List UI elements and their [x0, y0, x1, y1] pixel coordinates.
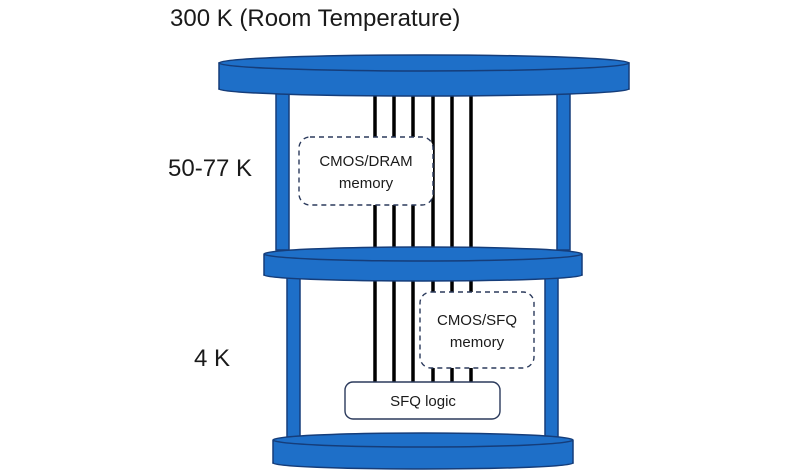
stage-label-4k: 4 K: [194, 345, 230, 372]
sfq-logic-label: SFQ logic: [390, 393, 456, 410]
cmos-sfq-memory-label: memory: [450, 334, 505, 351]
middle-plate: [263, 246, 583, 282]
bottom-plate: [272, 432, 574, 470]
support-post: [275, 89, 290, 251]
title-room-temperature: 300 K (Room Temperature): [170, 5, 460, 32]
cmos-dram-memory-box: CMOS/DRAM memory: [298, 136, 434, 206]
top-plate: [218, 54, 630, 97]
cmos-sfq-label: CMOS/SFQ: [437, 312, 517, 329]
cmos-dram-label: CMOS/DRAM: [319, 153, 412, 170]
lower-support-posts: [286, 274, 559, 441]
cmos-dram-memory-label: memory: [339, 175, 394, 192]
support-post: [556, 89, 571, 251]
support-post: [544, 274, 559, 441]
support-post: [286, 274, 301, 441]
stage-label-50-77k: 50-77 K: [168, 155, 252, 182]
sfq-logic-box: SFQ logic: [344, 381, 501, 420]
cmos-sfq-memory-box: CMOS/SFQ memory: [419, 291, 535, 369]
